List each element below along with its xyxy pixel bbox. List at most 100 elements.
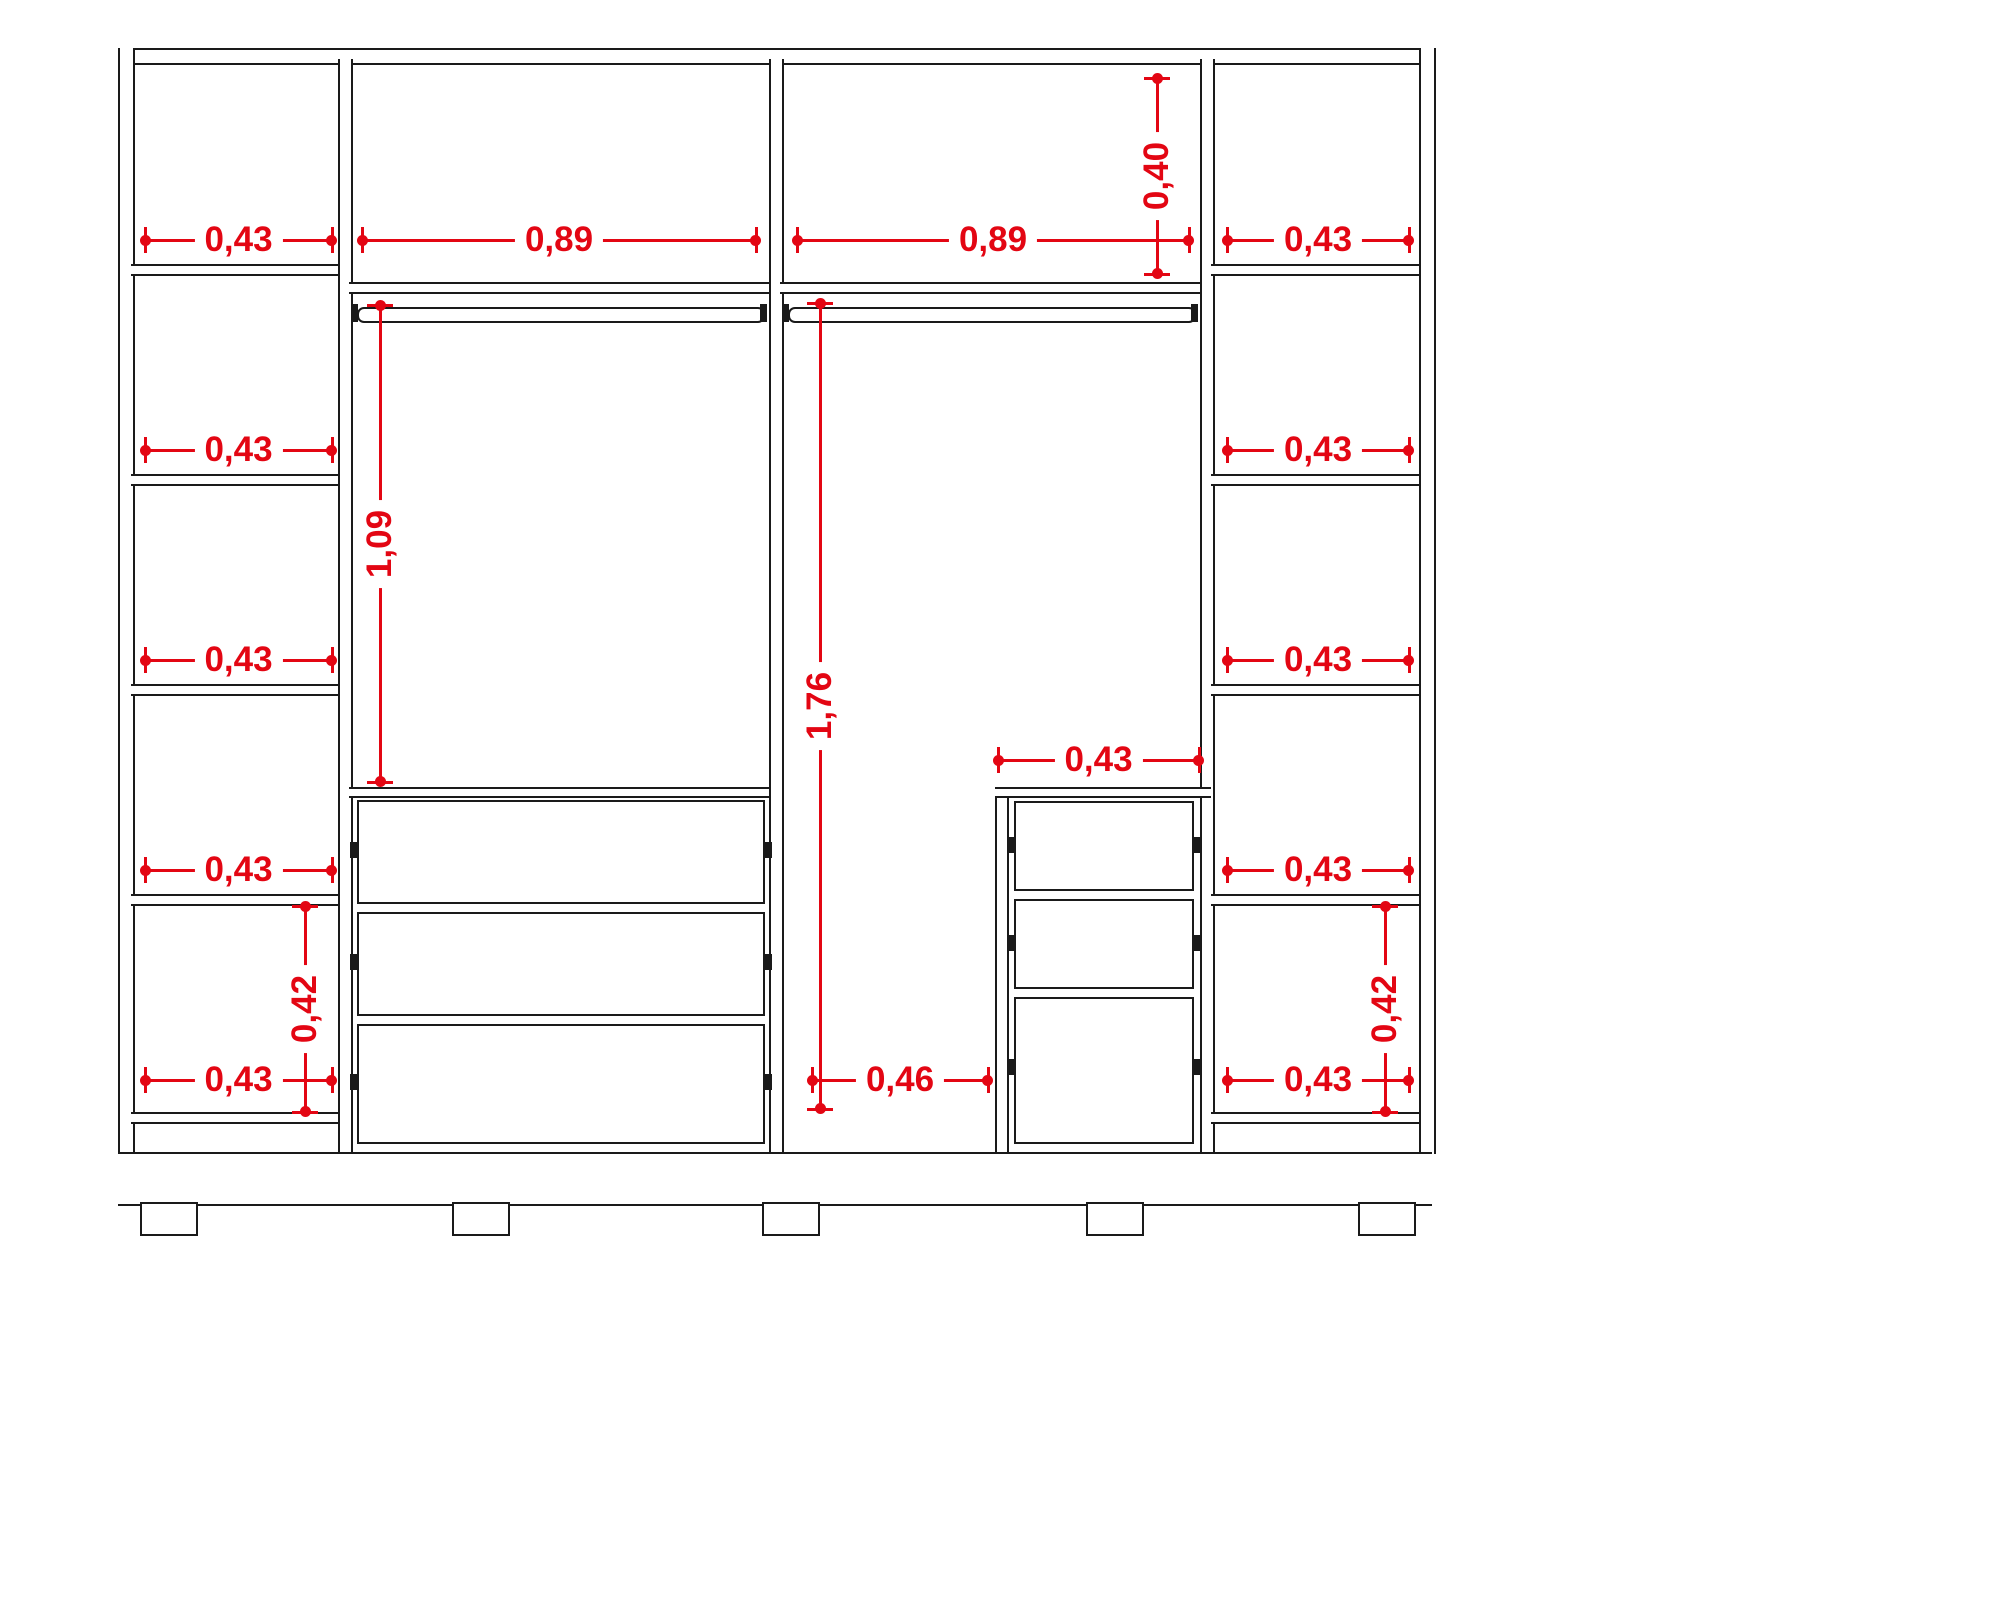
base-plinth bbox=[118, 1152, 1432, 1206]
dim-label: 0,40 bbox=[1135, 131, 1179, 221]
dim-end-dot bbox=[1403, 235, 1414, 246]
dim-label: 0,43 bbox=[194, 218, 283, 262]
dim-end-dot bbox=[1222, 865, 1233, 876]
dim-label: 0,43 bbox=[194, 638, 283, 682]
shelf bbox=[131, 894, 338, 906]
drawer-slide-mark bbox=[1193, 935, 1201, 951]
drawer bbox=[350, 800, 772, 904]
divider-right bbox=[1200, 59, 1215, 1152]
drawer-slide-mark bbox=[764, 1074, 772, 1090]
dim-end-dot bbox=[1183, 235, 1194, 246]
dim-end-dot bbox=[792, 235, 803, 246]
small-drawer-unit-top bbox=[995, 787, 1211, 798]
drawer-slide-mark bbox=[1193, 1059, 1201, 1075]
dim-end-dot bbox=[982, 1075, 993, 1086]
dim-label: 0,42 bbox=[1363, 964, 1407, 1054]
dim-end-dot bbox=[1380, 901, 1391, 912]
small-drawer bbox=[1007, 997, 1201, 1144]
dim-label: 0,43 bbox=[1273, 218, 1363, 262]
drawer-slide-mark bbox=[1007, 935, 1015, 951]
dim-label: 0,46 bbox=[855, 1058, 945, 1102]
dim-end-dot bbox=[326, 1075, 337, 1086]
dim-label: 1,76 bbox=[798, 661, 842, 751]
dim-label: 0,89 bbox=[514, 218, 604, 262]
right-side-panel bbox=[1419, 48, 1436, 1154]
drawer-slide-mark bbox=[764, 842, 772, 858]
shelf bbox=[1211, 264, 1419, 276]
divider-center bbox=[769, 59, 784, 1152]
shelf bbox=[131, 264, 338, 276]
dim-end-dot bbox=[1222, 1075, 1233, 1086]
dim-end-dot bbox=[1193, 755, 1204, 766]
dim-end-dot bbox=[1403, 445, 1414, 456]
shelf bbox=[1211, 894, 1419, 906]
small-drawer bbox=[1007, 899, 1201, 989]
dim-end-dot bbox=[140, 445, 151, 456]
drawer bbox=[350, 912, 772, 1016]
rod-bracket bbox=[351, 304, 358, 322]
shelf bbox=[1211, 684, 1419, 696]
dim-label: 0,43 bbox=[1273, 428, 1363, 472]
dim-label: 0,43 bbox=[1273, 1058, 1363, 1102]
foot bbox=[1086, 1202, 1144, 1236]
drawer-section-top bbox=[349, 787, 769, 798]
dim-end-dot bbox=[750, 235, 761, 246]
divider-left bbox=[338, 59, 353, 1152]
dim-label: 0,42 bbox=[283, 964, 327, 1054]
shelf bbox=[131, 474, 338, 486]
shelf bbox=[1211, 474, 1419, 486]
dim-label: 0,43 bbox=[194, 428, 283, 472]
dim-end-dot bbox=[300, 1106, 311, 1117]
small-drawer-unit-wall bbox=[995, 787, 1009, 1152]
dim-label: 0,43 bbox=[1054, 738, 1143, 782]
drawer-slide-mark bbox=[350, 842, 358, 858]
dim-end-dot bbox=[1403, 1075, 1414, 1086]
dim-end-dot bbox=[140, 1075, 151, 1086]
drawer-slide-mark bbox=[764, 954, 772, 970]
drawer bbox=[350, 1024, 772, 1144]
dim-end-dot bbox=[993, 755, 1004, 766]
top-shelf-left-center bbox=[349, 282, 769, 294]
dim-end-dot bbox=[815, 1103, 826, 1114]
foot bbox=[140, 1202, 198, 1236]
dim-label: 0,43 bbox=[194, 1058, 283, 1102]
dim-end-dot bbox=[300, 901, 311, 912]
dim-end-dot bbox=[326, 655, 337, 666]
dim-end-dot bbox=[1403, 655, 1414, 666]
drawer-slide-mark bbox=[350, 954, 358, 970]
dim-end-dot bbox=[815, 298, 826, 309]
dim-end-dot bbox=[1152, 73, 1163, 84]
top-shelf-right-center bbox=[780, 282, 1200, 294]
drawer-slide-mark bbox=[1007, 1059, 1015, 1075]
dim-end-dot bbox=[140, 655, 151, 666]
dim-end-dot bbox=[375, 776, 386, 787]
rod-bracket bbox=[1191, 304, 1198, 322]
foot bbox=[452, 1202, 510, 1236]
rod-bracket bbox=[782, 304, 789, 322]
hanging-rod-left bbox=[357, 307, 765, 323]
left-side-panel bbox=[118, 48, 135, 1154]
drawer-slide-mark bbox=[350, 1074, 358, 1090]
shelf bbox=[1211, 1112, 1419, 1124]
small-drawer bbox=[1007, 801, 1201, 891]
foot bbox=[762, 1202, 820, 1236]
dim-end-dot bbox=[1380, 1106, 1391, 1117]
dim-label: 0,43 bbox=[1273, 638, 1363, 682]
shelf bbox=[131, 684, 338, 696]
dim-end-dot bbox=[1403, 865, 1414, 876]
dim-end-dot bbox=[1222, 235, 1233, 246]
dim-label: 0,43 bbox=[194, 848, 283, 892]
dim-end-dot bbox=[375, 300, 386, 311]
dim-end-dot bbox=[140, 235, 151, 246]
dim-end-dot bbox=[326, 865, 337, 876]
dim-end-dot bbox=[807, 1075, 818, 1086]
dim-end-dot bbox=[140, 865, 151, 876]
dim-end-dot bbox=[357, 235, 368, 246]
dim-label: 0,43 bbox=[1273, 848, 1363, 892]
dim-label: 1,09 bbox=[358, 499, 402, 588]
dim-end-dot bbox=[1222, 655, 1233, 666]
foot bbox=[1358, 1202, 1416, 1236]
drawer-slide-mark bbox=[1007, 837, 1015, 853]
drawer-slide-mark bbox=[1193, 837, 1201, 853]
